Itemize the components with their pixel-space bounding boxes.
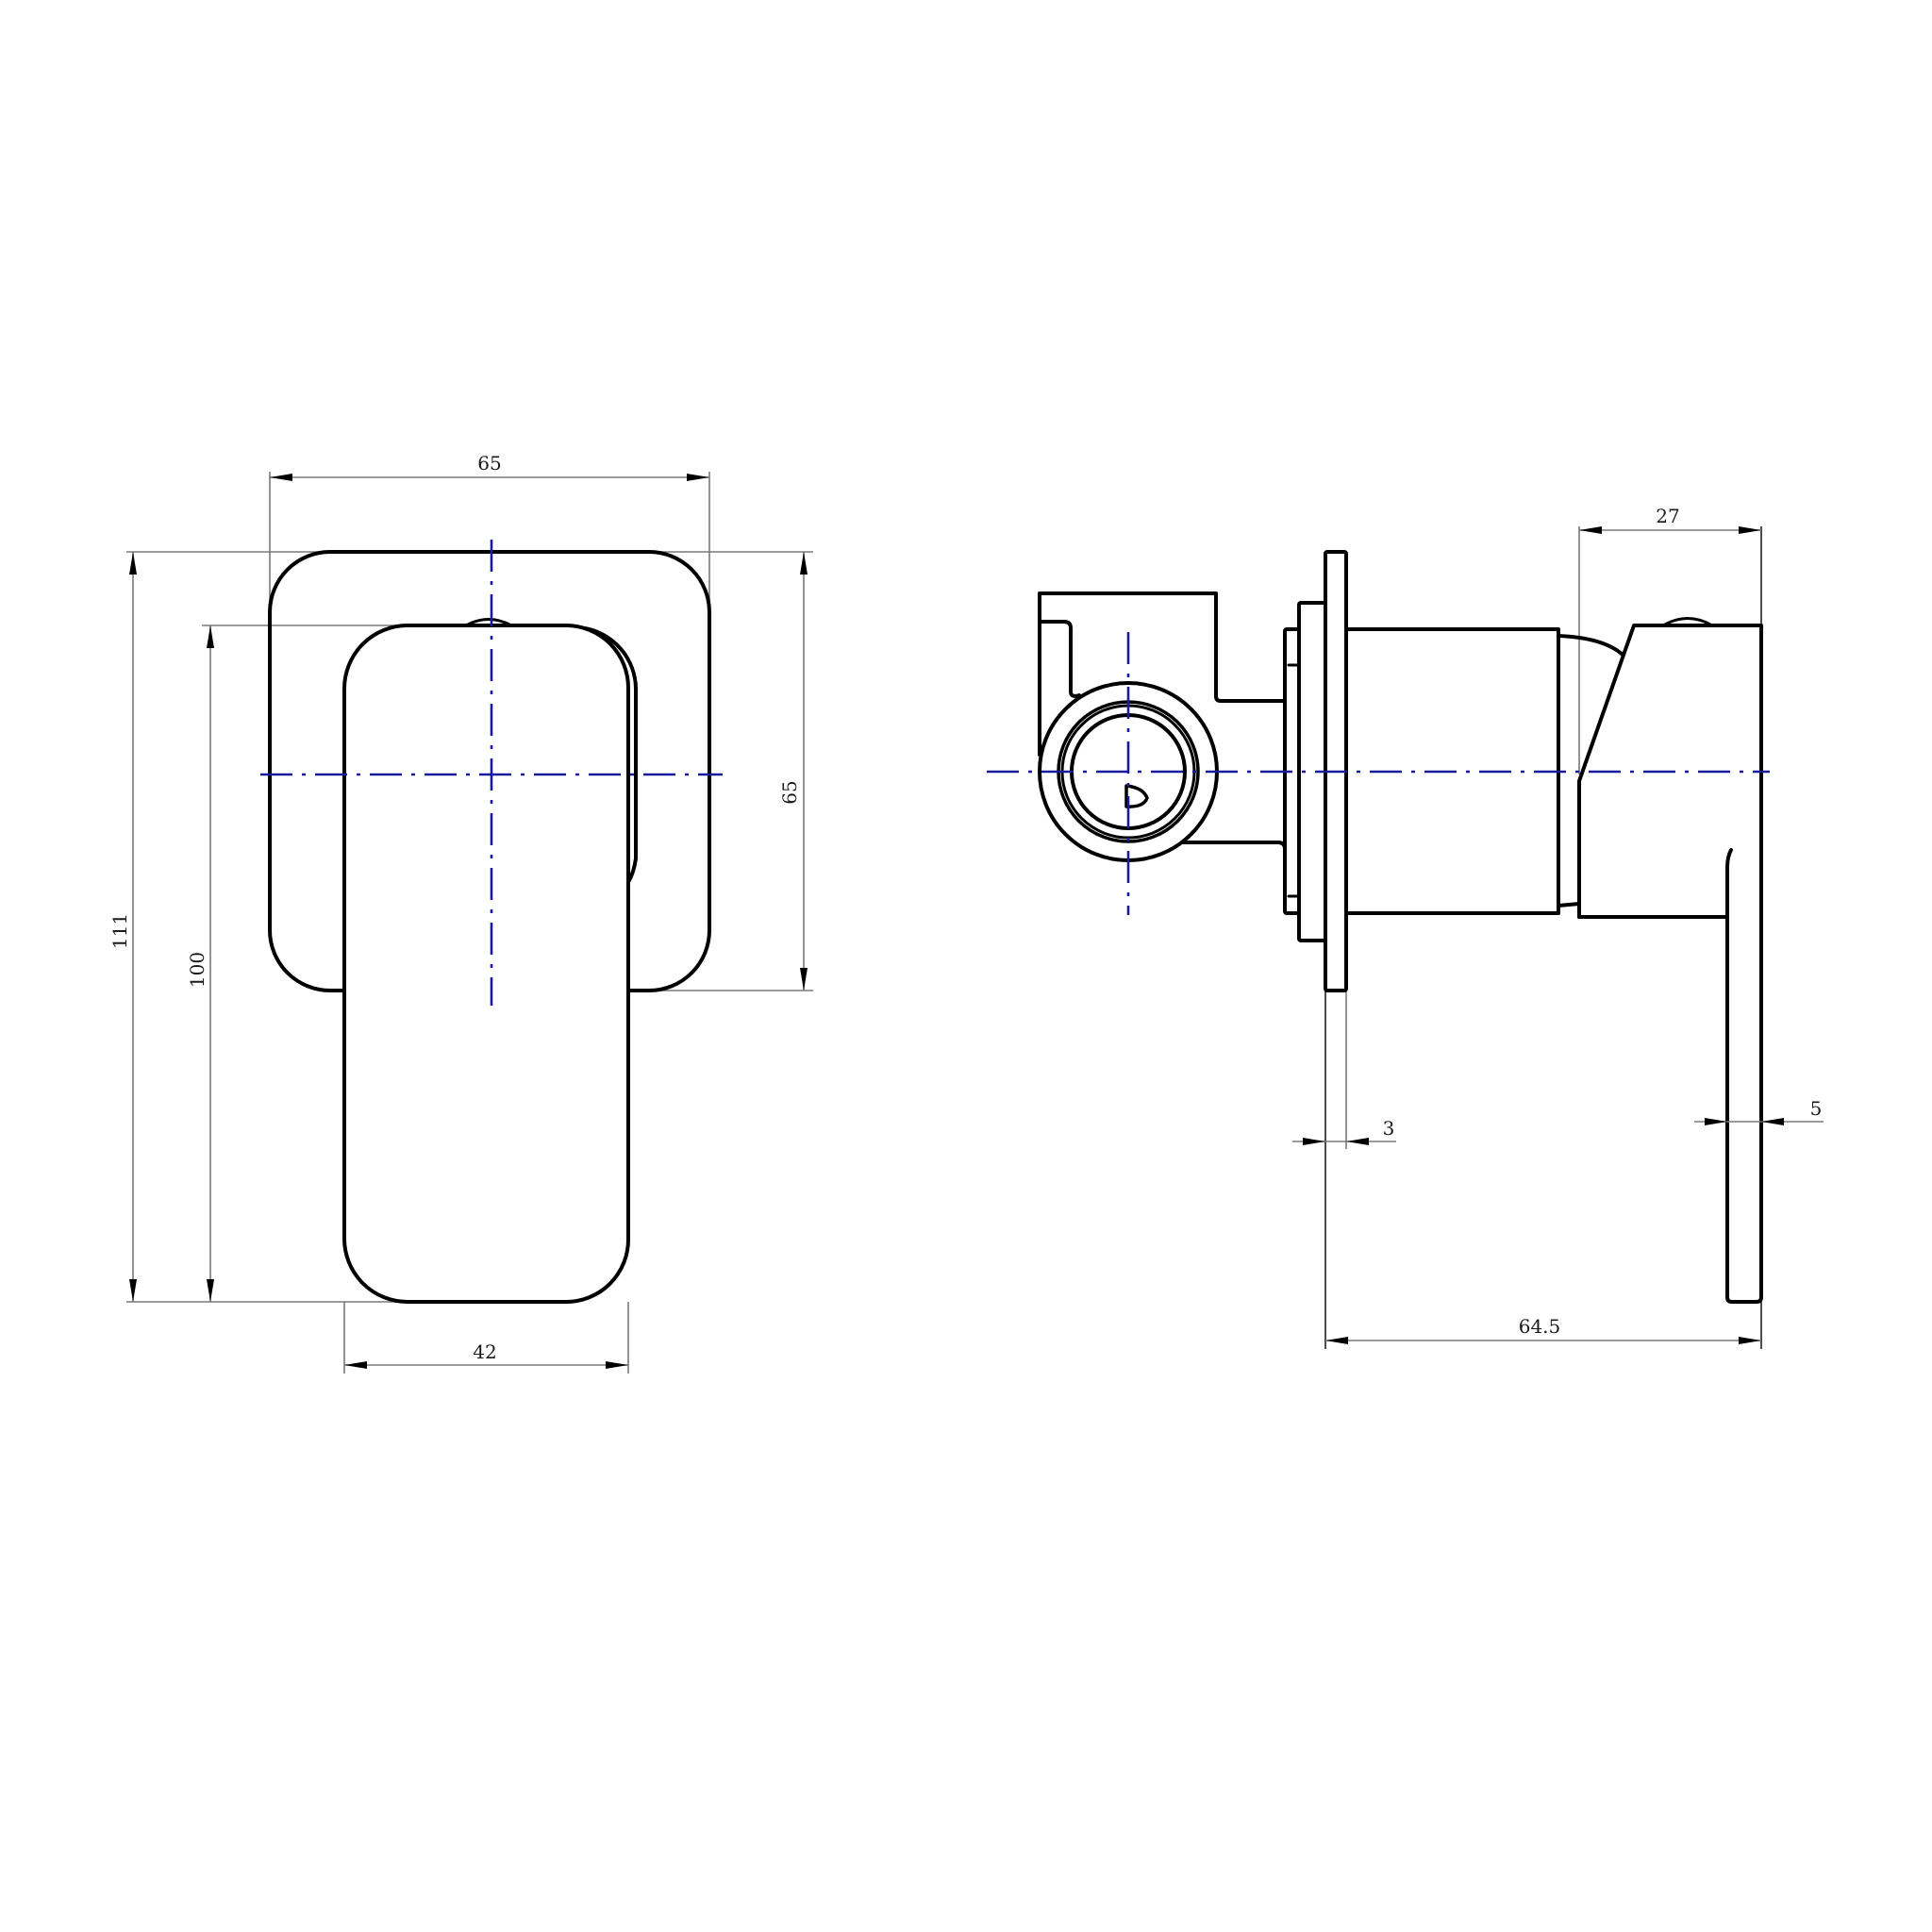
dim-label-lever-thickness: 5 bbox=[1810, 1097, 1823, 1120]
elbow-housing-bottom bbox=[1182, 841, 1287, 851]
dim-label-overall-height: 111 bbox=[108, 913, 131, 949]
dimension-handle-height: 100 bbox=[186, 625, 214, 1302]
dim-label-plate-height: 65 bbox=[778, 780, 801, 804]
dim-label-plate-width: 65 bbox=[477, 452, 501, 475]
body-collar-arc bbox=[1557, 634, 1624, 657]
dim-label-overall-depth: 64.5 bbox=[1519, 1315, 1561, 1338]
dimension-lever-depth: 27 bbox=[1579, 505, 1761, 534]
dimension-handle-width: 42 bbox=[344, 1341, 628, 1369]
elbow-housing-inner-step bbox=[1038, 620, 1081, 698]
front-view: 65 65 111 100 42 bbox=[108, 452, 813, 1374]
elbow-housing-outline bbox=[1038, 591, 1287, 757]
dimension-overall-depth: 64.5 bbox=[1325, 1315, 1761, 1344]
dimension-plate-thickness: 3 bbox=[1292, 1117, 1396, 1145]
wall-plate-outline bbox=[268, 550, 711, 992]
lever-body-outline bbox=[1577, 624, 1763, 1304]
dimension-plate-height: 65 bbox=[778, 552, 808, 991]
indicator-button-icon bbox=[464, 618, 513, 627]
side-extension-lines bbox=[1324, 526, 1762, 1349]
handle-outline bbox=[342, 624, 630, 1304]
handle-side-edge bbox=[583, 626, 638, 884]
inlet-marker-icon bbox=[1124, 784, 1149, 808]
dim-label-lever-depth: 27 bbox=[1656, 505, 1679, 527]
dim-label-handle-height: 100 bbox=[186, 952, 208, 988]
dim-label-plate-thickness: 3 bbox=[1383, 1117, 1395, 1140]
body-collar-bottom bbox=[1557, 902, 1581, 908]
dim-label-handle-width: 42 bbox=[473, 1341, 496, 1363]
lever-indicator-icon bbox=[1661, 617, 1714, 627]
dimension-lever-thickness: 5 bbox=[1694, 1097, 1824, 1125]
dimension-overall-height: 111 bbox=[108, 552, 137, 1302]
dimension-plate-width: 65 bbox=[270, 452, 709, 481]
side-view: 27 3 5 64.5 bbox=[987, 505, 1824, 1349]
